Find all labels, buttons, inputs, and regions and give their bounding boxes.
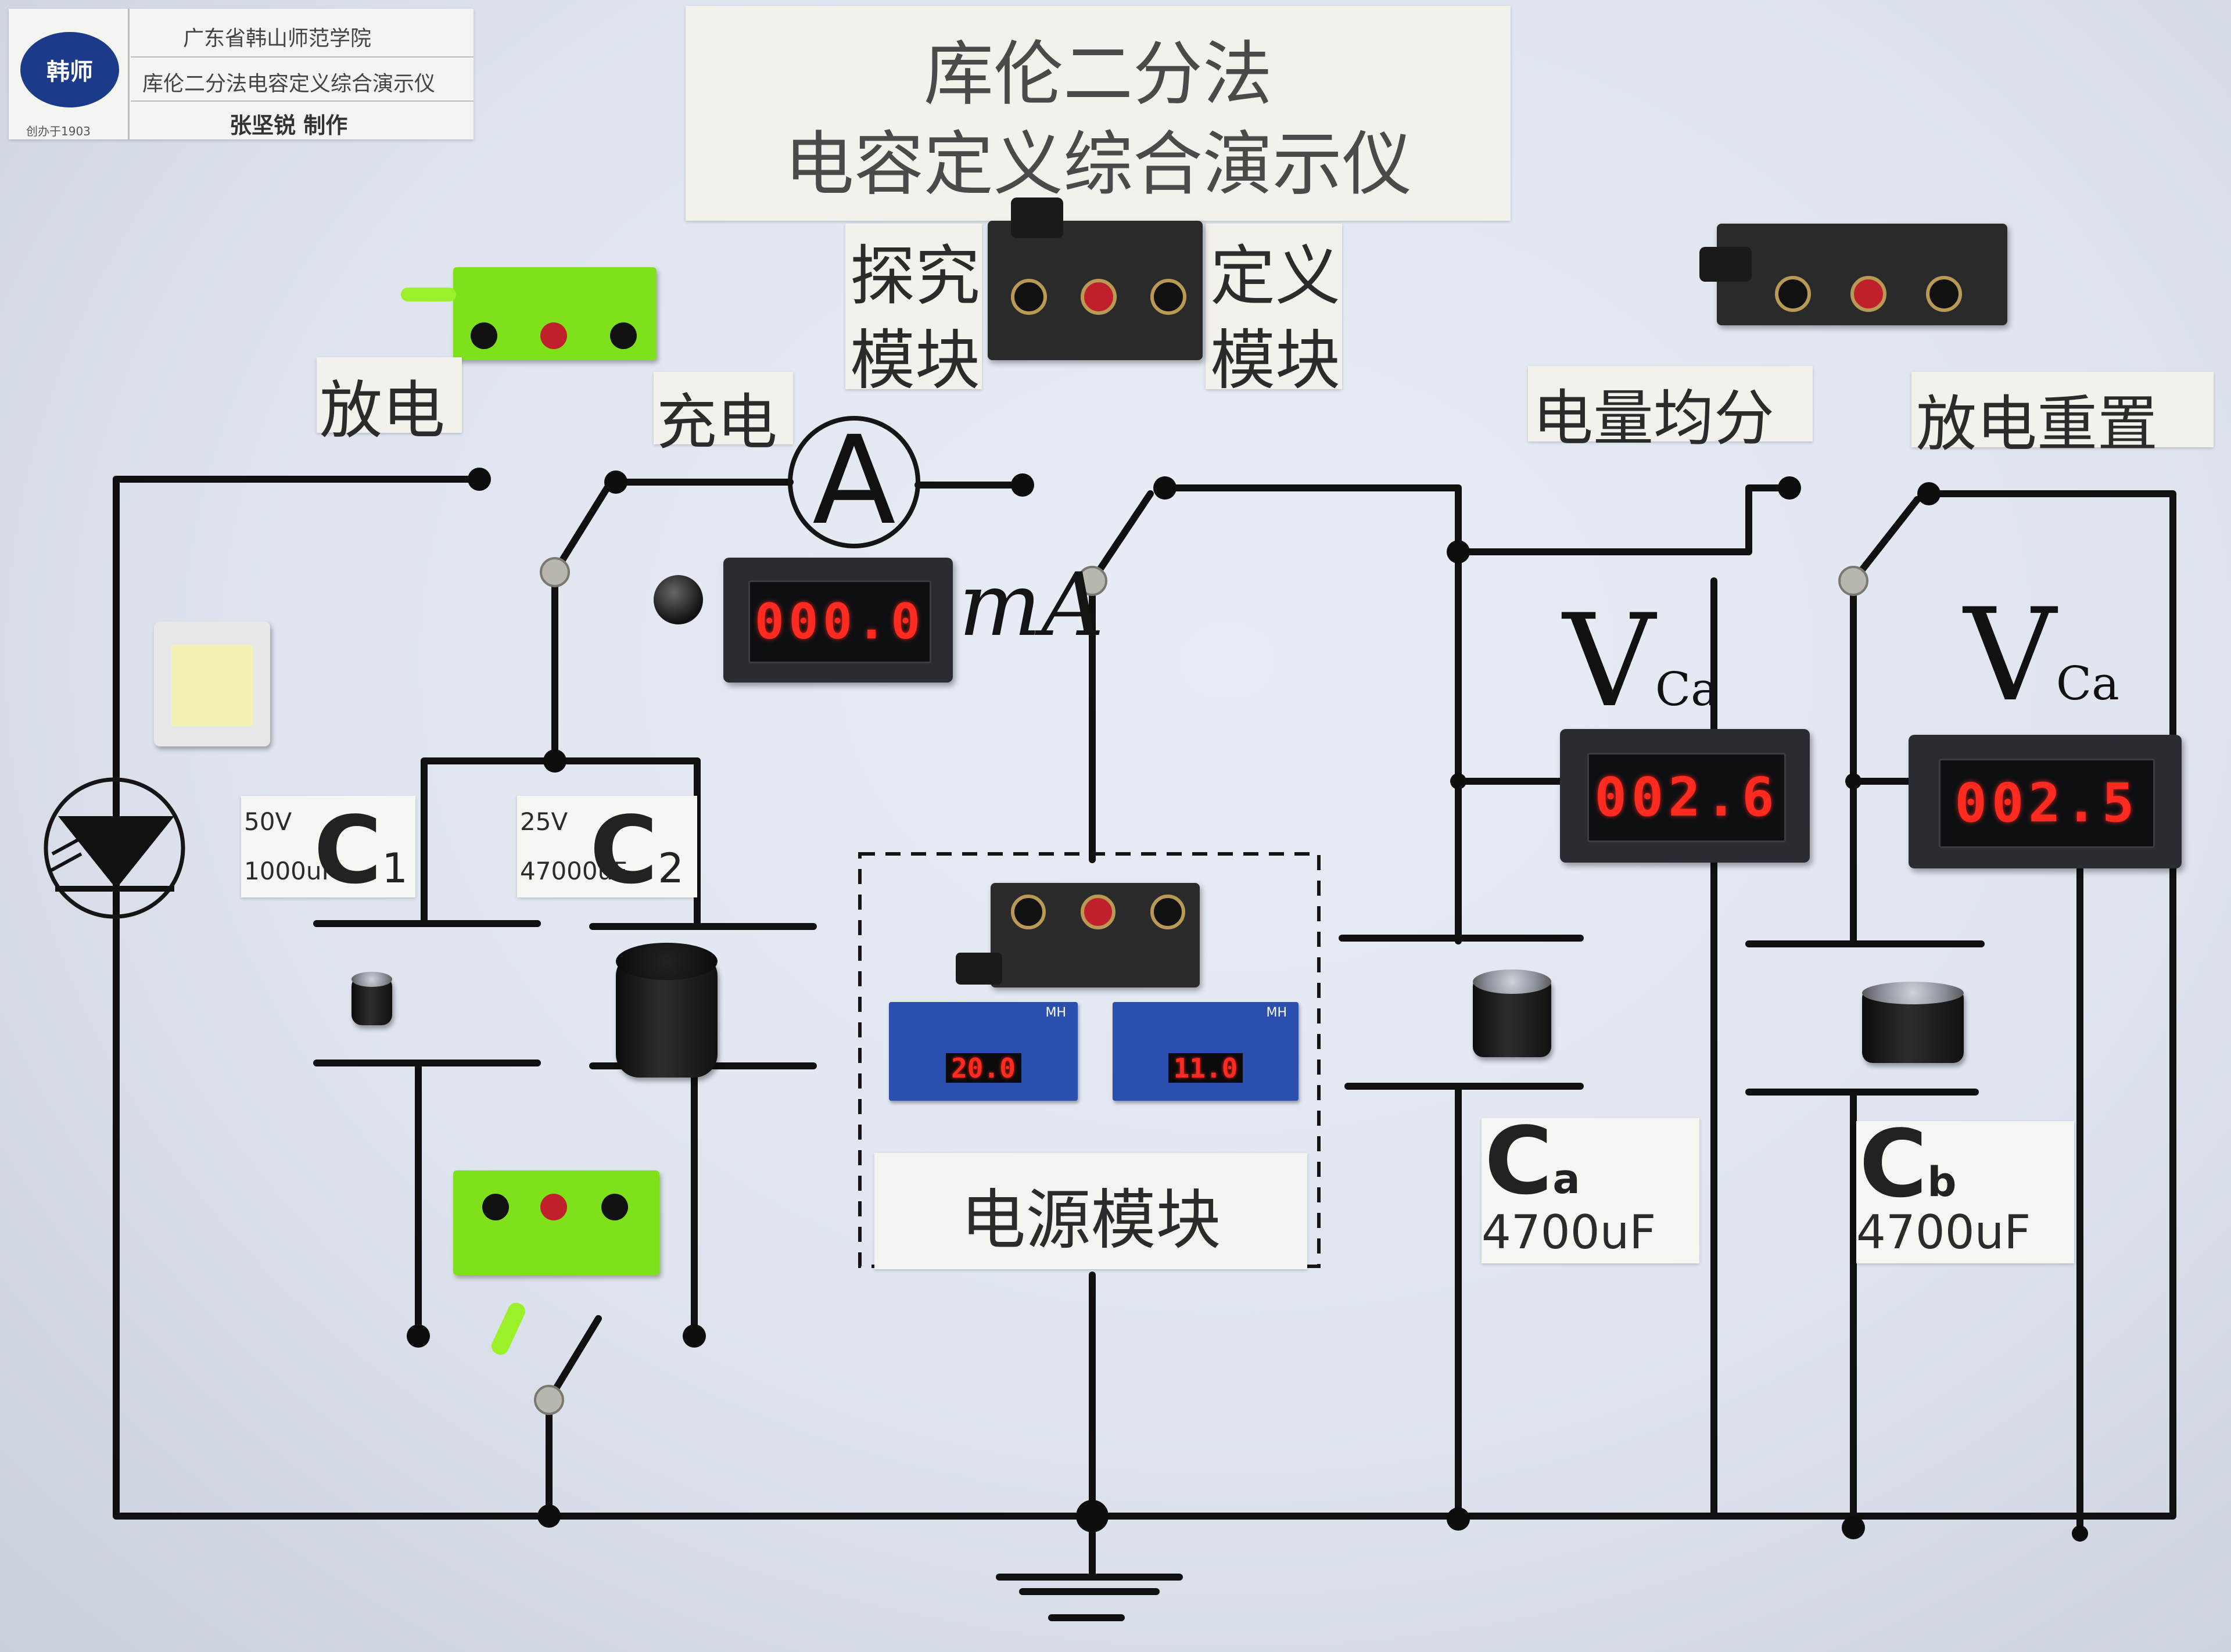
power-supply-board-2: 11.0 MH: [1113, 1002, 1299, 1101]
ammeter-display: 000.0: [723, 558, 953, 683]
author-credit: 张坚锐 制作: [229, 113, 348, 138]
explore-label-bottom: 模块: [850, 323, 980, 398]
terminal-black-right[interactable]: [1150, 279, 1186, 315]
logo-subtext: 创办于1903: [26, 124, 91, 138]
terminal-black-left[interactable]: [471, 322, 497, 349]
explore-define-switch[interactable]: [988, 197, 1203, 360]
discharge-reset-text: 放电重置: [1916, 389, 2158, 459]
switch-lever[interactable]: [1699, 247, 1752, 282]
ammeter-reading: 000.0: [755, 593, 925, 651]
define-label-top: 定义: [1210, 239, 1340, 314]
voltmeter-b-main: V: [1964, 581, 2056, 730]
device-name: 库伦二分法电容定义综合演示仪: [142, 72, 436, 96]
title-line-2: 电容定义综合演示仪: [784, 124, 1412, 205]
terminal-red[interactable]: [1081, 279, 1117, 315]
terminal-black-left[interactable]: [1011, 895, 1046, 929]
terminal-red[interactable]: [1850, 276, 1886, 312]
discharge-text: 放电: [320, 375, 446, 447]
explore-module-label: 探究 模块: [845, 224, 982, 398]
ammeter-unit: mA: [959, 555, 1104, 656]
header-plaque: 韩师 创办于1903 广东省韩山师范学院 库伦二分法电容定义综合演示仪 张坚锐 …: [9, 9, 474, 139]
voltmeter-a-main: V: [1563, 587, 1655, 735]
power-supply-1-tag: MH: [1045, 1005, 1066, 1020]
school-logo: 韩师: [20, 32, 119, 107]
voltmeter-b-display: 002.5: [1909, 735, 2182, 868]
c1-name: C1: [314, 796, 408, 904]
ca-capacitance: 4700uF: [1482, 1205, 1656, 1259]
c1-spec-label: 50V 1000uF C1: [241, 796, 415, 904]
school-name: 广东省韩山师范学院: [183, 27, 372, 51]
c1-voltage: 50V: [244, 807, 292, 836]
terminal-black-left[interactable]: [1775, 276, 1811, 312]
terminal-red[interactable]: [540, 1194, 567, 1220]
title-card: 库伦二分法 电容定义综合演示仪: [686, 6, 1511, 221]
charge-text: 充电: [657, 387, 778, 458]
capacitor-ca: [1473, 969, 1551, 1057]
cb-spec-label: Cb 4700uF: [1856, 1109, 2074, 1263]
define-module-label: 定义 模块: [1206, 224, 1342, 398]
ca-name: Ca: [1484, 1107, 1580, 1215]
ammeter-zero-knob[interactable]: [654, 575, 703, 624]
c2-voltage: 25V: [520, 807, 568, 836]
capacitor-cb: [1862, 981, 1964, 1063]
voltmeter-a-sub: Ca: [1655, 662, 1719, 716]
ammeter-symbol: A: [812, 410, 896, 552]
bottom-discharge-switch[interactable]: [453, 1170, 659, 1275]
charge-split-label: 电量均分: [1528, 366, 1813, 454]
charge-label: 充电: [654, 372, 793, 458]
switch-lever[interactable]: [1011, 197, 1063, 238]
power-module-text: 电源模块: [960, 1183, 1221, 1258]
terminal-black-right[interactable]: [610, 322, 637, 349]
voltmeter-b-sub: Ca: [2056, 656, 2119, 710]
charge-split-text: 电量均分: [1533, 383, 1775, 454]
power-supply-2-reading: 11.0: [1173, 1052, 1238, 1084]
terminal-black-right[interactable]: [1926, 276, 1962, 312]
power-supply-2-tag: MH: [1266, 1005, 1287, 1020]
terminal-black-right[interactable]: [1150, 895, 1185, 929]
voltmeter-a-label: VCa: [1563, 587, 1719, 735]
explore-label-top: 探究: [850, 239, 980, 314]
c1-capacitance: 1000uF: [244, 857, 336, 885]
title-line-1: 库伦二分法: [924, 34, 1272, 115]
ca-spec-label: Ca 4700uF: [1482, 1107, 1699, 1263]
c2-name: C2: [590, 796, 684, 904]
define-label-bottom: 模块: [1210, 323, 1340, 398]
terminal-black-left[interactable]: [1011, 279, 1047, 315]
terminal-red[interactable]: [540, 322, 567, 349]
voltmeter-a-display: 002.6: [1560, 729, 1810, 863]
cb-name: Cb: [1859, 1109, 1957, 1218]
capacitor-c2: [616, 942, 718, 1078]
voltmeter-b-reading: 002.5: [1954, 772, 2139, 835]
voltmeter-b-label: VCa: [1964, 581, 2119, 730]
c2-capacitance: 47000uF: [520, 857, 627, 885]
power-supply-board-1: 20.0 MH: [889, 1002, 1078, 1101]
voltmeter-a-reading: 002.6: [1594, 766, 1779, 829]
discharge-reset-label: 放电重置: [1911, 372, 2214, 459]
terminal-black-left[interactable]: [482, 1194, 509, 1220]
terminal-red[interactable]: [1081, 895, 1116, 929]
discharge-label: 放电: [317, 357, 462, 447]
logo-text: 韩师: [46, 59, 93, 85]
switch-lever[interactable]: [956, 953, 1002, 985]
charge-discharge-switch[interactable]: [453, 267, 657, 360]
c2-spec-label: 25V 47000uF C2: [517, 796, 697, 904]
switch-handle-green[interactable]: [401, 288, 456, 301]
terminal-black-right[interactable]: [601, 1194, 628, 1220]
cb-capacitance: 4700uF: [1856, 1205, 2031, 1259]
led-light-module: [154, 622, 270, 746]
power-module-label: 电源模块: [874, 1153, 1307, 1269]
charge-split-switch[interactable]: [1699, 224, 2007, 325]
power-supply-1-reading: 20.0: [951, 1052, 1016, 1084]
capacitor-c1: [351, 972, 392, 1025]
power-selector-switch[interactable]: [956, 883, 1200, 987]
